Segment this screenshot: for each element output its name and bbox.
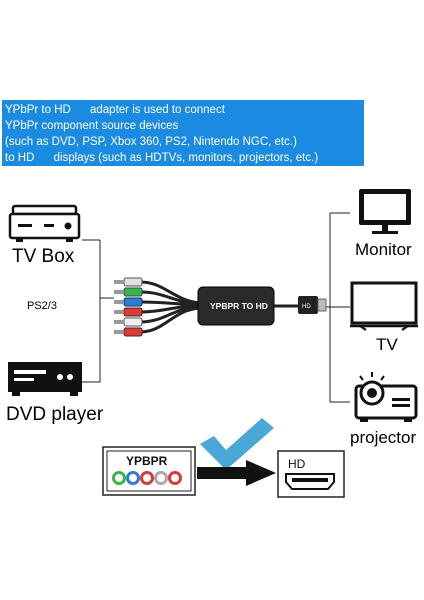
tv-label: TV [376, 335, 398, 354]
dvd-player-icon [8, 362, 82, 396]
tv-box-label: TV Box [12, 246, 75, 267]
hd-panel-label: HD [288, 457, 306, 471]
banner-line-3: (such as DVD, PSP, Xbox 360, PS2, Ninten… [5, 136, 297, 148]
banner-line-2: YPbPr component source devices [5, 120, 179, 132]
banner-line-1: YPbPr to HD adapter is used to connect [5, 104, 225, 116]
ypbpr-panel-label: YPBPR [126, 454, 168, 468]
ps-label: PS2/3 [27, 300, 57, 312]
tv-box-icon [8, 204, 81, 242]
plug-label: HD [302, 304, 311, 310]
monitor-icon [359, 189, 411, 234]
banner-line-4: to HD displays (such as HDTVs, monitors,… [5, 152, 319, 164]
arrow-icon [197, 460, 276, 486]
left-bracket [82, 239, 114, 383]
monitor-label: Monitor [355, 240, 412, 259]
hd-panel: HD [277, 450, 345, 498]
adapter-label: YPBPR TO HD [210, 301, 268, 311]
rca-plugs [114, 277, 143, 337]
hdmi-plug: HD [298, 296, 327, 314]
ypbpr-panel: YPBPR [102, 446, 196, 496]
info-banner: YPbPr to HD adapter is used to connect Y… [2, 100, 364, 166]
projector-label: projector [350, 428, 417, 447]
tv-icon [350, 281, 418, 331]
projector-icon [354, 372, 418, 422]
checkmark-icon [200, 418, 274, 470]
adapter-box: YPBPR TO HD [197, 286, 275, 326]
dvd-player-label: DVD player [6, 404, 104, 425]
rca-cables [139, 280, 201, 334]
